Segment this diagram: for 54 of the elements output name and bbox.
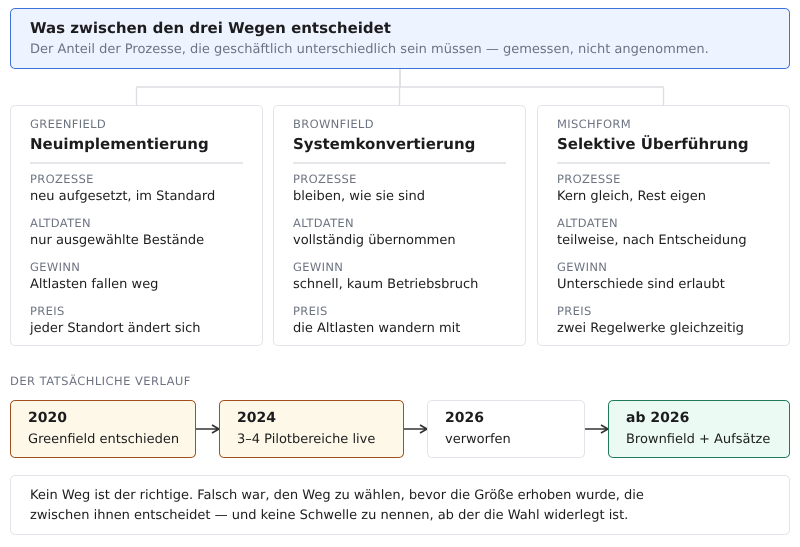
year-label: ab 2026 (626, 409, 690, 427)
arrow (585, 424, 609, 434)
field-label: GEWINN (30, 259, 82, 275)
note-panel (10, 475, 790, 535)
timeline-step (608, 400, 790, 458)
step-description: Brownfield + Aufsätze (626, 431, 772, 449)
section-label: DER TATSÄCHLICHE VERLAUF (10, 373, 191, 389)
field-label: ALTDATEN (293, 215, 355, 231)
option-card (537, 105, 790, 346)
header-panel (10, 8, 790, 69)
field-label: PROZESSE (557, 171, 622, 187)
field-value: schnell, kaum Betriebsbruch (293, 276, 480, 294)
category-label: BROWNFIELD (293, 116, 375, 132)
step-description: verworfen (445, 431, 512, 449)
field-label: GEWINN (293, 259, 344, 275)
note-text: Kein Weg ist der richtige. Falsch war, den Weg zu wählen, bevor die Größe erhoben wurde, die zwischen ihnen entscheidet — und keine Schwelle zu nennen, ab der die Wahl widerlegt ist. (30, 487, 645, 525)
card-title: Selektive Überführung (557, 134, 750, 154)
timeline-step (10, 400, 196, 458)
field-value: nur ausgewählte Bestände (30, 232, 206, 250)
step-description: Greenfield entschieden (28, 431, 178, 449)
timeline-step (219, 400, 404, 458)
arrow (404, 424, 428, 434)
category-label: GREENFIELD (30, 116, 108, 132)
field-label: PROZESSE (30, 171, 95, 187)
year-label: 2026 (445, 409, 485, 427)
field-value: Altlasten fallen weg (30, 276, 160, 294)
field-label: PREIS (557, 303, 593, 319)
field-value: zwei Regelwerke gleichzeitig (557, 320, 745, 338)
timeline-step (427, 400, 585, 458)
arrow (196, 424, 220, 434)
year-label: 2020 (28, 409, 68, 427)
field-label: PROZESSE (293, 171, 358, 187)
option-card (273, 105, 526, 346)
field-value: die Altlasten wandern mit (293, 320, 462, 338)
field-label: PREIS (30, 303, 66, 319)
header-subtitle: Der Anteil der Prozesse, die geschäftlich unterschiedlich sein müssen — gemessen, nicht angenommen. (30, 41, 710, 59)
field-label: GEWINN (557, 259, 608, 275)
field-label: PREIS (293, 303, 329, 319)
step-description: 3–4 Pilotbereiche live (237, 431, 376, 449)
field-value: bleiben, wie sie sind (293, 188, 426, 206)
field-value: Unterschiede sind erlaubt (557, 276, 726, 294)
card-title: Neuimplementierung (30, 134, 210, 154)
year-label: 2024 (237, 409, 277, 427)
option-card (10, 105, 263, 346)
field-value: neu aufgesetzt, im Standard (30, 188, 216, 206)
field-label: ALTDATEN (557, 215, 619, 231)
header-title: Was zwischen den drei Wegen entscheidet (30, 18, 392, 38)
field-value: teilweise, nach Entscheidung (557, 232, 748, 250)
category-label: MISCHFORM (557, 116, 632, 132)
field-label: ALTDATEN (30, 215, 92, 231)
card-title: Systemkonvertierung (293, 134, 476, 154)
field-value: jeder Standort ändert sich (30, 320, 202, 338)
field-value: Kern gleich, Rest eigen (557, 188, 708, 206)
field-value: vollständig übernommen (293, 232, 457, 250)
